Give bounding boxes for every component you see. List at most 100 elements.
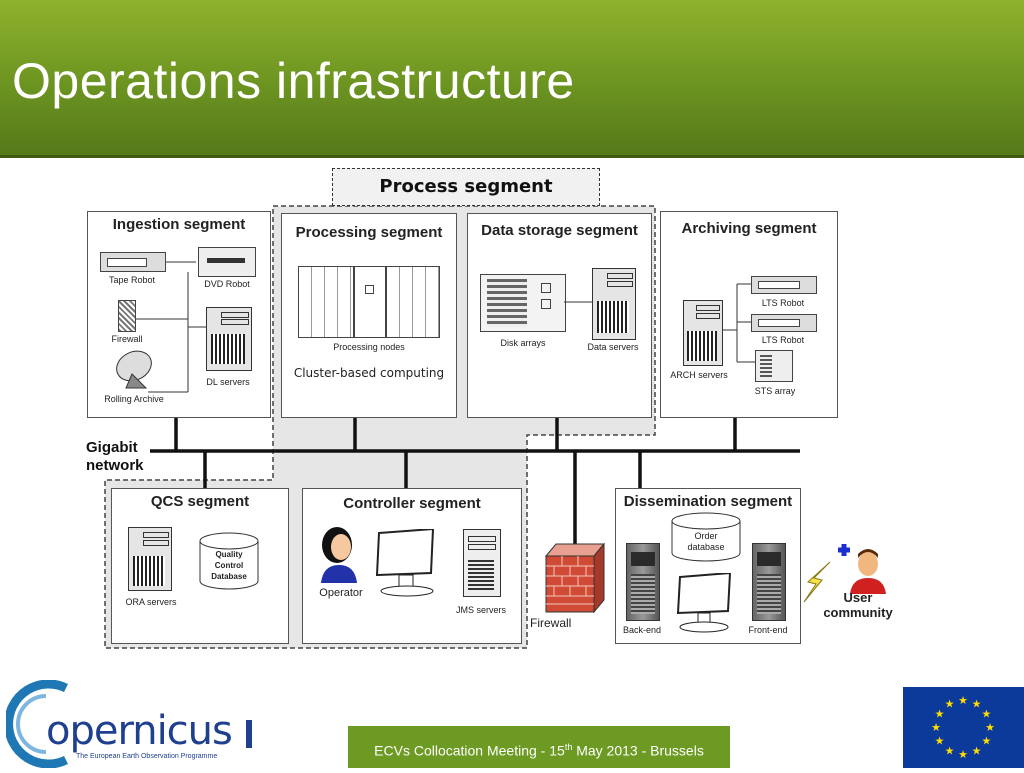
meeting-text-sup: th xyxy=(564,742,573,752)
disk-arrays-icon xyxy=(480,274,566,332)
archiving-title: Archiving segment xyxy=(681,220,817,237)
data-servers-icon xyxy=(592,268,636,340)
back-end-server-icon xyxy=(626,543,660,621)
copernicus-logo: opernicus The European Earth Observation… xyxy=(6,680,256,768)
tape-robot-icon xyxy=(100,252,166,272)
quality-db-icon xyxy=(199,532,259,590)
eu-star-icon: ★ xyxy=(972,745,982,757)
satellite-dish-icon xyxy=(116,350,152,389)
ingestion-firewall-label: Firewall xyxy=(111,334,143,344)
ingestion-wiring xyxy=(134,261,206,393)
user-icon xyxy=(838,544,886,594)
eu-star-icon: ★ xyxy=(935,736,945,748)
lts-robot-2-icon xyxy=(751,314,817,332)
eu-star-icon: ★ xyxy=(981,709,991,721)
arch-servers-label: ARCH servers xyxy=(670,370,728,380)
storage-wiring xyxy=(564,301,592,303)
front-end-label: Front-end xyxy=(748,625,788,635)
quality-db-line3: Database xyxy=(211,572,247,581)
ora-servers-icon xyxy=(128,527,172,591)
meeting-text-suffix: May 2013 - Brussels xyxy=(572,742,704,759)
controller-segment: Controller segment Operator JMS servers xyxy=(302,488,522,644)
network-label-line1: Gigabit xyxy=(86,439,138,456)
qcs-title: QCS segment xyxy=(150,493,250,510)
dl-servers-icon xyxy=(206,307,252,371)
operator-icon xyxy=(321,527,357,583)
data-storage-title: Data storage segment xyxy=(481,222,638,239)
front-end-server-icon xyxy=(752,543,786,621)
ingestion-title: Ingestion segment xyxy=(112,216,246,233)
process-segment-label: Process segment xyxy=(332,168,600,206)
eu-star-icon: ★ xyxy=(958,695,968,707)
slide-header: Operations infrastructure xyxy=(0,0,1024,158)
user-community-line2: community xyxy=(823,605,893,620)
jms-servers-label: JMS servers xyxy=(455,605,506,615)
logo-subtitle: The European Earth Observation Programme xyxy=(76,753,218,760)
header-rule xyxy=(0,155,1024,158)
archiving-segment: Archiving segment LTS Robot LTS Robot AR… xyxy=(660,211,838,418)
lts-robot-2-label: LTS Robot xyxy=(761,335,805,345)
brick-firewall-icon xyxy=(544,542,606,614)
lts-robot-1-icon xyxy=(751,276,817,294)
firewall-label: Firewall xyxy=(530,616,572,630)
order-db-line2: database xyxy=(687,542,725,552)
controller-title: Controller segment xyxy=(343,495,481,512)
processing-title: Processing segment xyxy=(295,224,443,241)
order-db-line1: Order xyxy=(694,531,718,541)
logo-wordmark: opernicus xyxy=(46,708,233,754)
slide-title: Operations infrastructure xyxy=(12,53,575,109)
qcs-segment: QCS segment ORA servers Quality Control … xyxy=(111,488,289,644)
quality-db-line1: Quality xyxy=(215,550,243,559)
dvd-robot-label: DVD Robot xyxy=(204,279,250,289)
meeting-footer: ECVs Collocation Meeting - 15th May 2013… xyxy=(348,726,730,768)
eu-star-icon: ★ xyxy=(935,709,945,721)
processing-nodes-icon xyxy=(298,266,440,338)
dissemination-title: Dissemination segment xyxy=(623,493,793,510)
archiving-wiring xyxy=(721,283,755,363)
rolling-archive-label: Rolling Archive xyxy=(104,394,164,404)
data-servers-label: Data servers xyxy=(587,342,639,352)
gigabit-network-label: Gigabit network xyxy=(86,439,144,475)
dissemination-segment: Dissemination segment Order database Bac… xyxy=(615,488,801,644)
arch-servers-icon xyxy=(683,300,723,366)
data-storage-segment: Data storage segment Disk arrays Data se… xyxy=(467,213,652,418)
meeting-text-prefix: ECVs Collocation Meeting - 15 xyxy=(374,742,565,759)
eu-star-icon: ★ xyxy=(981,736,991,748)
disk-arrays-label: Disk arrays xyxy=(500,338,546,348)
dvd-robot-icon xyxy=(198,247,256,277)
eu-star-icon: ★ xyxy=(931,722,941,734)
processing-nodes-label: Processing nodes xyxy=(333,342,405,352)
back-end-label: Back-end xyxy=(622,625,662,635)
dissemination-monitor-icon xyxy=(676,573,732,633)
quality-db-line2: Control xyxy=(214,561,244,570)
sts-array-label: STS array xyxy=(754,386,796,396)
jms-servers-icon xyxy=(463,529,501,597)
eu-flag: ★★★★★★★★★★★★ xyxy=(903,687,1024,768)
dl-servers-label: DL servers xyxy=(206,377,250,387)
processing-segment: Processing segment Processing nodes Clus… xyxy=(281,213,457,418)
lightning-icon xyxy=(803,561,831,603)
eu-star-icon: ★ xyxy=(945,745,955,757)
sts-array-icon xyxy=(755,350,793,382)
user-community-label: User community xyxy=(818,590,898,620)
eu-star-icon: ★ xyxy=(958,749,968,761)
monitor-icon xyxy=(375,529,435,597)
ingestion-segment: Ingestion segment Tape Robot DVD Robot F… xyxy=(87,211,271,418)
order-database-label: Order database xyxy=(672,531,740,553)
ora-servers-label: ORA servers xyxy=(125,597,177,607)
eu-star-icon: ★ xyxy=(985,722,995,734)
lts-robot-1-label: LTS Robot xyxy=(761,298,805,308)
eu-star-icon: ★ xyxy=(945,699,955,711)
user-community-line1: User xyxy=(843,590,873,605)
processing-caption: Cluster-based computing xyxy=(293,366,445,380)
eu-star-icon: ★ xyxy=(972,699,982,711)
tape-robot-label: Tape Robot xyxy=(108,275,156,285)
copernicus-swoosh-icon xyxy=(6,680,252,768)
quality-db-label: Quality Control Database xyxy=(200,549,258,582)
order-database-icon xyxy=(671,512,741,562)
eu-stars-icon: ★★★★★★★★★★★★ xyxy=(931,695,995,761)
operator-label: Operator xyxy=(319,587,363,599)
network-label-line2: network xyxy=(86,457,144,474)
firewall-icon xyxy=(118,300,136,332)
